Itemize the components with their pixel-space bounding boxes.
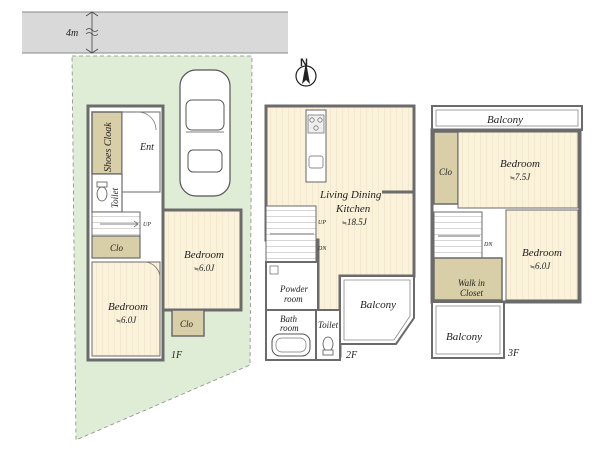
bedroom-3f-a — [457, 131, 579, 209]
svg-text:≒6.0J: ≒6.0J — [116, 315, 137, 325]
closet-3f — [433, 131, 459, 205]
shoes-cloak-room — [91, 111, 123, 175]
powder-label-line2: room — [284, 294, 303, 304]
balcony-2f — [339, 275, 415, 345]
closet-1f-upper — [91, 235, 141, 259]
ldk-size-unit: J — [363, 217, 368, 227]
stairs-up-label-2f: UP — [318, 220, 326, 226]
ldk-size: 18.5 — [347, 217, 363, 227]
stairs-up-label-1f: UP — [143, 222, 151, 228]
floor2-plan: Living Dining Kitchen ≒18.5J UP DN Powde… — [264, 104, 416, 361]
bedroom-1f-b-name: Bedroom — [184, 249, 224, 261]
closet-1f-lower — [171, 309, 205, 337]
stairs-3f — [433, 211, 483, 259]
wic-label-line1: Walk in — [458, 278, 485, 288]
road-width-label: 4m — [66, 28, 78, 39]
bedroom-1f-a-name: Bedroom — [108, 301, 148, 313]
svg-text:≒6.0J: ≒6.0J — [530, 261, 551, 271]
bedroom-1f-b-size: 6.0 — [199, 263, 211, 273]
ldk-label-line2: Kitchen — [335, 203, 371, 215]
powder-label-line1: Powder — [279, 284, 308, 294]
ldk-size-prefix: ≒ — [342, 221, 347, 227]
north-label: N — [300, 57, 308, 69]
toilet-label-1f: Toilet — [110, 187, 120, 208]
walk-in-closet — [433, 257, 503, 301]
floor1-plan: Shoes Cloak Ent Toilet UP Clo Bedroom ≒6… — [86, 104, 243, 362]
closet-label-1f-upper: Clo — [110, 243, 124, 253]
floor3-label: 3F — [507, 348, 520, 359]
bedroom-1f-a-unit: J — [132, 315, 137, 325]
bedroom-3f-b-prefix: ≒ — [530, 265, 535, 271]
balcony-label-3f-top: Balcony — [487, 114, 523, 126]
bedroom-3f-a-size: 7.5 — [515, 172, 527, 182]
bedroom-1f-a — [91, 261, 161, 357]
bedroom-3f-b-name: Bedroom — [522, 247, 562, 259]
balcony-label-2f: Balcony — [360, 299, 396, 311]
bath-label-line2: room — [280, 323, 299, 333]
shoes-cloak-label: Shoes Cloak — [103, 122, 114, 172]
car-icon — [179, 69, 231, 197]
stairs-dn-label-2f: DN — [317, 246, 327, 252]
floor2-label: 2F — [346, 350, 358, 361]
bedroom-1f-b-prefix: ≒ — [194, 267, 199, 273]
bedroom-3f-a-prefix: ≒ — [510, 176, 515, 182]
closet-label-3f: Clo — [439, 167, 453, 177]
floor1-label: 1F — [171, 350, 183, 361]
bedroom-3f-b-size: 6.0 — [535, 261, 547, 271]
svg-text:≒6.0J: ≒6.0J — [194, 263, 215, 273]
entrance-label: Ent — [139, 142, 154, 153]
entrance-area — [121, 111, 161, 193]
closet-label-1f-lower: Clo — [180, 319, 194, 329]
svg-text:≒7.5J: ≒7.5J — [510, 172, 531, 182]
floor3-plan: Balcony Clo Bedroom ≒7.5J DN Bedroom ≒6.… — [430, 105, 583, 359]
bath-label-line1: Bath — [280, 314, 297, 324]
north-compass-icon: N — [295, 57, 317, 87]
stairs-dn-label-3f: DN — [483, 242, 493, 248]
ldk-label-line1: Living Dining — [319, 189, 382, 201]
svg-text:≒18.5J: ≒18.5J — [342, 217, 368, 227]
bedroom-1f-a-prefix: ≒ — [116, 319, 121, 325]
bedroom-1f-a-size: 6.0 — [121, 315, 133, 325]
bedroom-3f-a-name: Bedroom — [500, 158, 540, 170]
bedroom-1f-b-unit: J — [210, 263, 215, 273]
bedroom-3f-a-unit: J — [526, 172, 531, 182]
wic-label-line2: Closet — [460, 288, 484, 298]
bedroom-3f-b-unit: J — [546, 261, 551, 271]
balcony-3f-bottom — [431, 301, 505, 359]
road: 4m — [22, 11, 288, 54]
balcony-label-3f-bottom: Balcony — [446, 331, 482, 343]
bedroom-3f-b — [505, 209, 579, 301]
toilet-label-2f: Toilet — [318, 320, 339, 330]
